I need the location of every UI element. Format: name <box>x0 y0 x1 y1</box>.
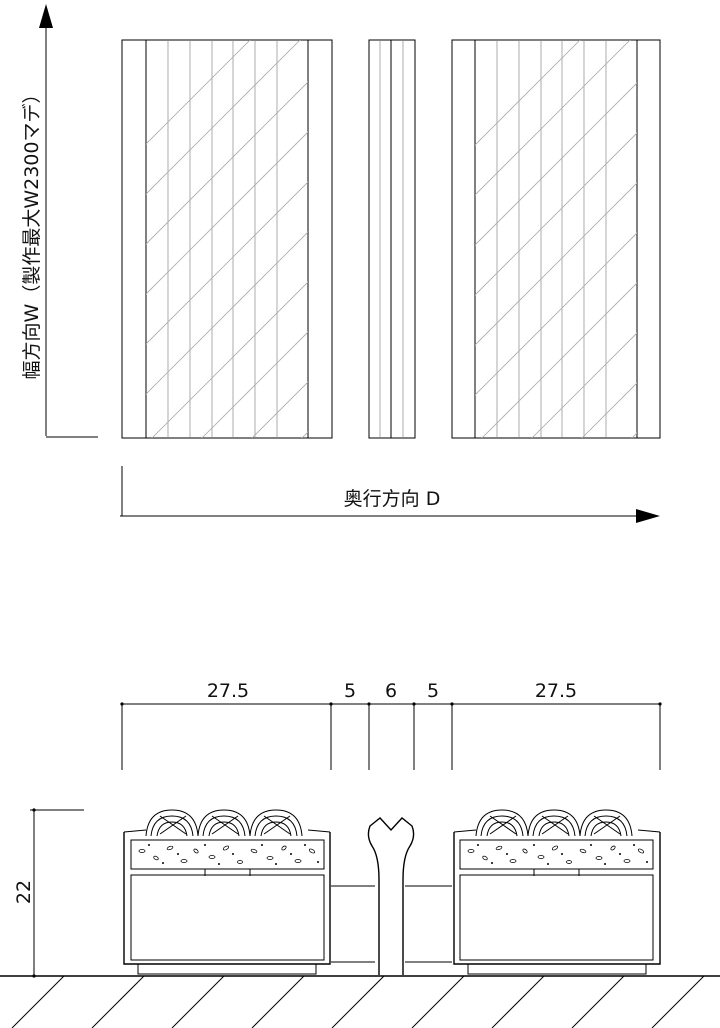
ground-hatch-group <box>11 976 705 1028</box>
left-tray-plan <box>121 39 333 439</box>
ground-line <box>0 975 720 1028</box>
height-dimension-line <box>30 808 84 978</box>
right-tray-gravel <box>467 844 648 865</box>
right-tray-plan <box>451 39 661 439</box>
dimension-left-gap: 5 <box>344 680 356 702</box>
left-tray-section <box>123 809 331 975</box>
dimension-left-tray: 27.5 <box>207 680 249 702</box>
connector-lines <box>331 885 452 963</box>
width-direction-label: 幅方向W（製作最大W2300マデ） <box>21 85 43 380</box>
left-tray-grass <box>145 809 303 837</box>
right-tray-section <box>453 809 661 975</box>
left-tray-gravel <box>138 844 319 865</box>
section-view: 27.5 5 6 5 27.5 22 <box>0 680 720 1028</box>
plan-view: 幅方向W（製作最大W2300マデ） <box>21 4 661 523</box>
dimension-height: 22 <box>13 880 35 904</box>
center-rail-plan <box>368 39 416 439</box>
left-tray-hatch-group <box>146 40 308 438</box>
right-tray-hatch-group <box>475 40 637 438</box>
right-tray-grass <box>475 809 633 837</box>
center-rail-profile <box>367 817 415 975</box>
width-direction-axis <box>39 4 98 438</box>
dimension-right-tray: 27.5 <box>535 680 577 702</box>
depth-direction-axis <box>120 466 660 523</box>
top-dimension-line <box>120 702 662 770</box>
dimension-center-rail: 6 <box>385 680 397 702</box>
depth-direction-label: 奥行方向 D <box>344 488 441 510</box>
dimension-right-gap: 5 <box>427 680 439 702</box>
